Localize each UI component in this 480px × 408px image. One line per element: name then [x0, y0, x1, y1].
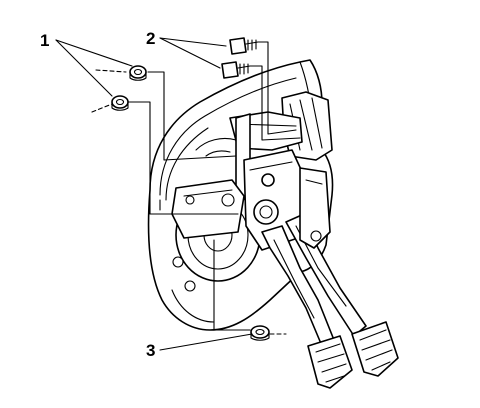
nut-1b	[111, 95, 129, 111]
nut-3	[250, 325, 270, 341]
installation-lines	[91, 41, 301, 335]
callout-1-label: 1	[40, 31, 49, 50]
brake-pedal	[285, 213, 399, 377]
right-brace	[299, 167, 331, 249]
booster-area	[171, 137, 261, 292]
callout-leaders	[55, 37, 253, 351]
clutch-pedal	[261, 225, 353, 389]
bolt-2a	[229, 37, 259, 55]
callout-3-label: 3	[146, 341, 155, 360]
callout-2-label: 2	[146, 29, 155, 48]
bolt-2b	[221, 61, 251, 79]
nut-1a	[129, 65, 147, 81]
